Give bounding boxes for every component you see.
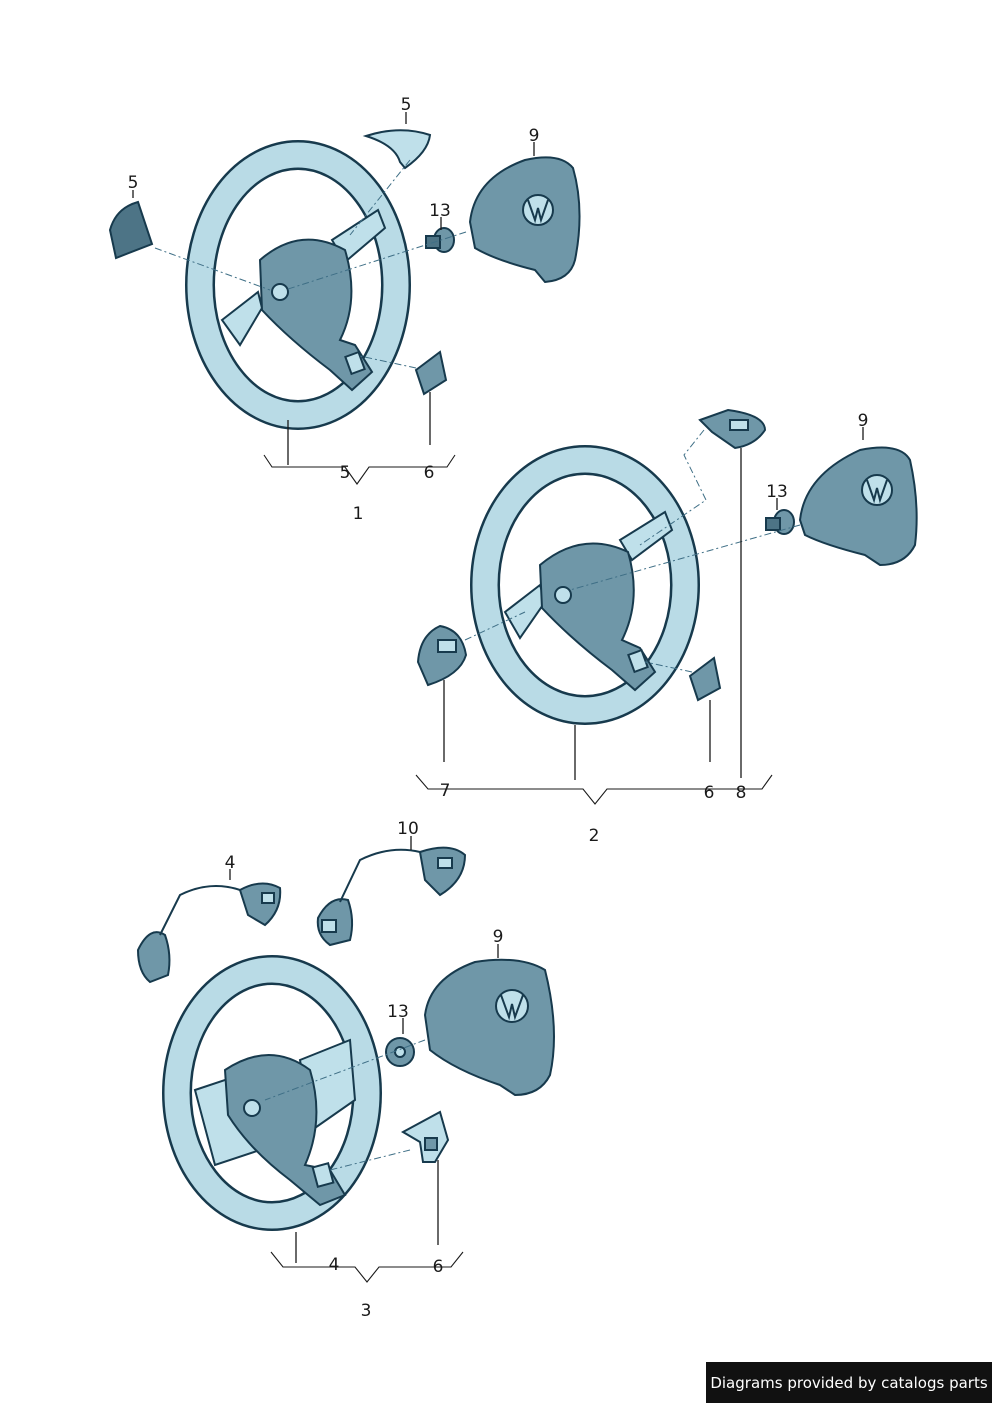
steering-wheel-1 bbox=[185, 140, 411, 430]
lower-cover-1 bbox=[414, 350, 448, 396]
lower-cover-3 bbox=[400, 1110, 450, 1163]
callout-label: 10 bbox=[397, 819, 419, 839]
attribution-banner: Diagrams provided by catalogs parts bbox=[706, 1362, 992, 1403]
airbag-module-3 bbox=[423, 958, 555, 1097]
switch-panel-right-2 bbox=[698, 408, 767, 450]
assembly-number: 2 bbox=[589, 826, 600, 846]
callout-label: 6 bbox=[704, 783, 715, 803]
callout-label: 7 bbox=[440, 781, 451, 801]
switch-carrier-right-3 bbox=[316, 846, 467, 947]
callout-label: 5 bbox=[128, 173, 139, 193]
assembly-number: 3 bbox=[361, 1301, 372, 1321]
callout-label: 13 bbox=[429, 201, 451, 221]
steering-wheel-2 bbox=[470, 445, 700, 725]
switch-carrier-left-3 bbox=[136, 882, 282, 984]
airbag-module-2 bbox=[798, 446, 918, 567]
callout-label: 4 bbox=[225, 853, 236, 873]
callout-label: 6 bbox=[424, 463, 435, 483]
callout-label: 4 bbox=[329, 1255, 340, 1275]
callout-label: 9 bbox=[858, 411, 869, 431]
lower-cover-2 bbox=[688, 656, 722, 702]
airbag-module-1 bbox=[468, 156, 581, 284]
trim-pad-top-1 bbox=[362, 129, 432, 170]
assembly-group-2: 9 13 7 6 8 2 bbox=[415, 408, 918, 846]
bolt-1 bbox=[425, 227, 455, 253]
callout-label: 5 bbox=[340, 463, 351, 483]
trim-pad-left-1 bbox=[108, 200, 154, 260]
assembly-group-1: 5 5 9 13 5 6 1 bbox=[108, 95, 581, 524]
callout-label: 13 bbox=[387, 1002, 409, 1022]
callout-label: 9 bbox=[529, 126, 540, 146]
bolt-3 bbox=[385, 1037, 415, 1067]
assembly-number: 1 bbox=[353, 504, 364, 524]
callout-label: 5 bbox=[401, 95, 412, 115]
callout-label: 8 bbox=[736, 783, 747, 803]
callout-label: 13 bbox=[766, 482, 788, 502]
switch-panel-left-2 bbox=[416, 624, 468, 687]
callout-label: 6 bbox=[433, 1257, 444, 1277]
steering-wheel-3 bbox=[162, 955, 382, 1231]
callout-label: 9 bbox=[493, 927, 504, 947]
assembly-group-3: 4 10 9 13 4 6 3 bbox=[136, 819, 555, 1321]
